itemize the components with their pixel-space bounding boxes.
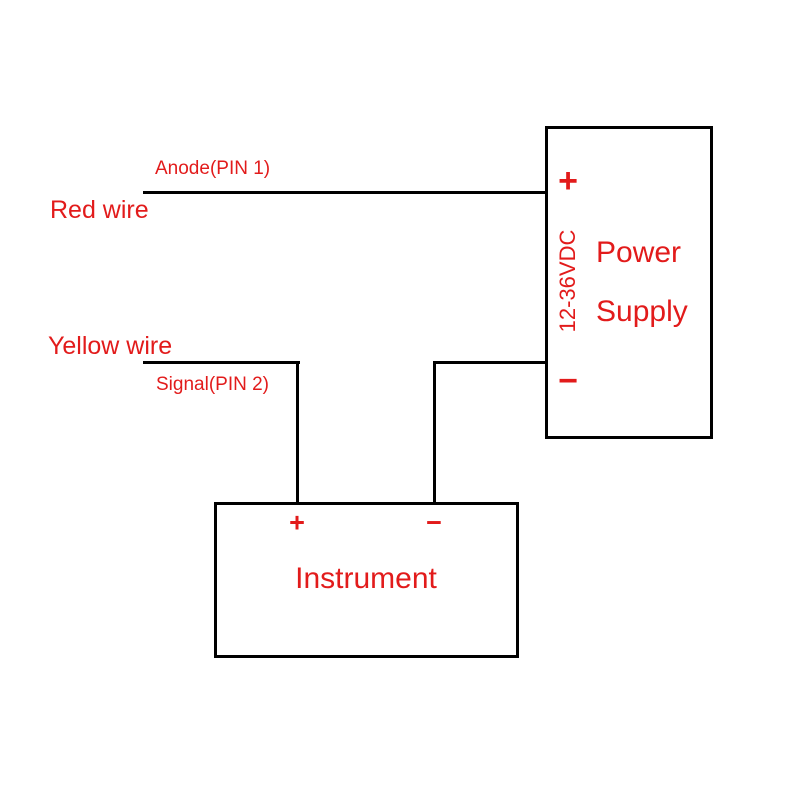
power-supply-title-line-1: Power (596, 236, 682, 269)
anode-pin-label: Anode(PIN 1) (155, 158, 271, 179)
power-supply-positive-terminal-symbol: + (558, 162, 578, 200)
instrument-block (214, 502, 519, 658)
red-wire-label: Red wire (50, 196, 149, 224)
yellow-wire-segment-vertical (296, 361, 299, 504)
power-supply-voltage-rating-label: 12-36VDC (555, 229, 580, 333)
power-supply-title-line-2: Supply (596, 294, 688, 328)
power-supply-block (545, 126, 713, 439)
yellow-wire-label: Yellow wire (48, 332, 173, 360)
instrument-positive-terminal-symbol: + (289, 507, 305, 538)
power-supply-title: Power Supply (596, 224, 688, 341)
return-wire-segment-vertical (433, 361, 436, 504)
instrument-negative-terminal-symbol: − (426, 507, 442, 538)
return-wire-segment-horizontal (433, 361, 547, 364)
red-wire-segment-horizontal (143, 191, 547, 194)
yellow-wire-segment-horizontal (143, 361, 300, 364)
power-supply-negative-terminal-symbol: − (558, 362, 578, 400)
signal-pin-label: Signal(PIN 2) (156, 374, 269, 395)
instrument-title: Instrument (295, 562, 437, 595)
